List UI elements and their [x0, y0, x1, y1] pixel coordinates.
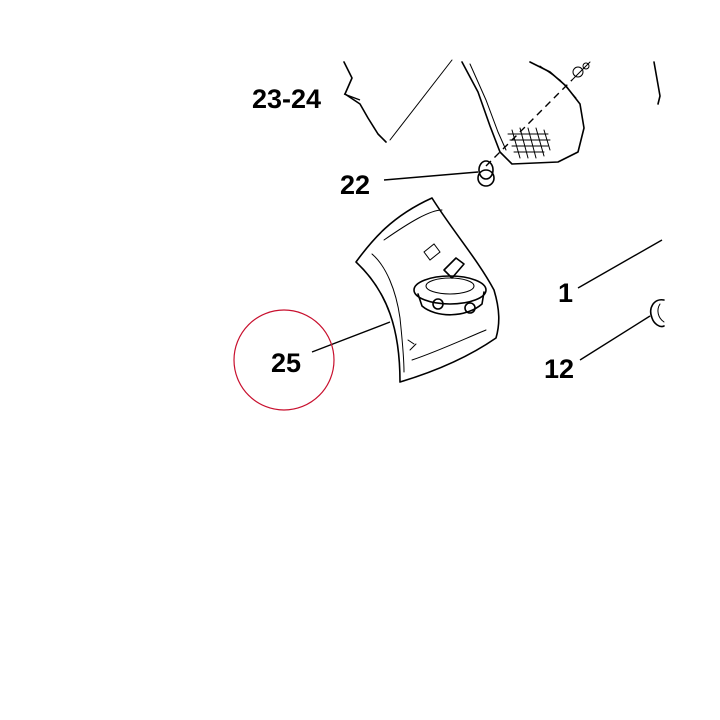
- leader-lines: [311, 93, 663, 361]
- part-25-panel: [355, 197, 500, 383]
- leader-22: [383, 171, 479, 181]
- leader-12: [579, 315, 651, 361]
- callout-25: 25: [271, 348, 301, 378]
- mesh-grille: [507, 127, 551, 159]
- housing-drawing: [461, 61, 661, 167]
- part-22-grommet: [477, 160, 495, 187]
- fastener-detail: [571, 61, 591, 81]
- highlight-circle: [233, 309, 335, 411]
- part-12-ring: [649, 298, 665, 328]
- part-23-24-drawing: [343, 59, 453, 143]
- leader-23-24: [343, 93, 361, 101]
- callout-22: 22: [340, 170, 370, 200]
- leader-25: [311, 321, 391, 353]
- callout-23-24: 23-24: [252, 84, 321, 114]
- callout-12: 12: [544, 354, 574, 384]
- leader-1: [577, 239, 663, 289]
- callout-1: 1: [558, 278, 573, 308]
- fuel-cap-detail: [413, 243, 487, 316]
